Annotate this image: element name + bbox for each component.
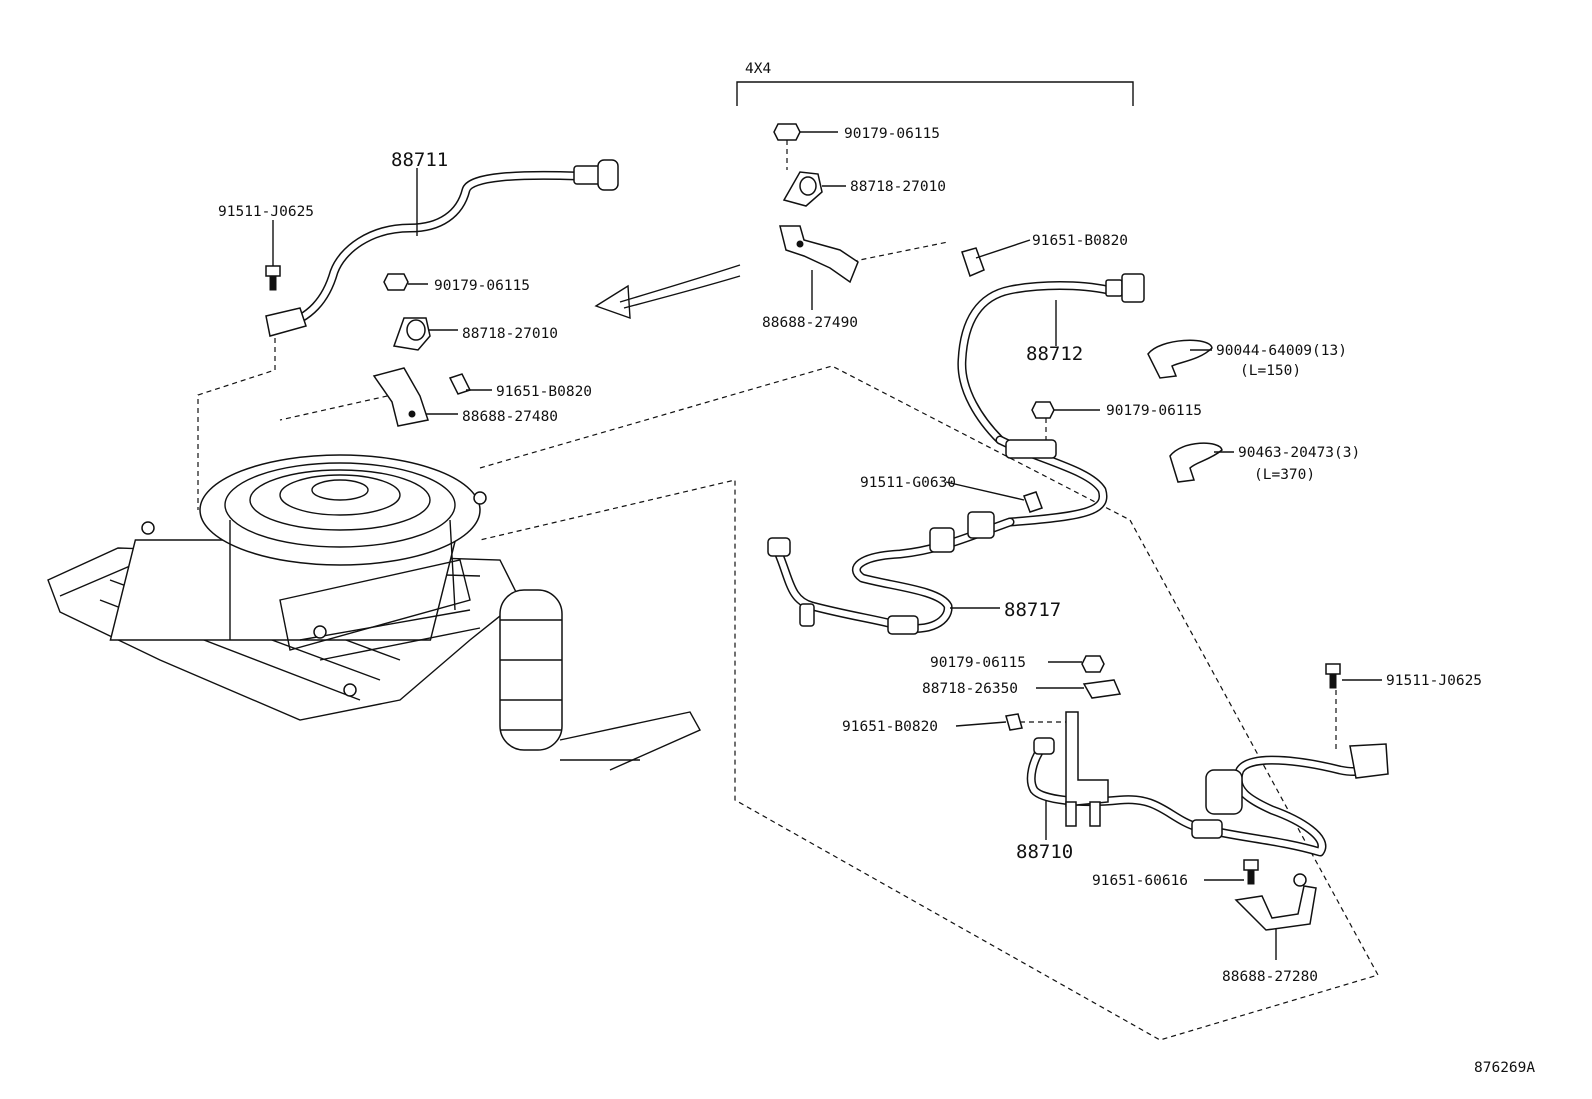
pipe-88712 — [957, 273, 1145, 527]
callout-90463-length: (L=370) — [1254, 467, 1315, 483]
bolt-icon — [961, 239, 1031, 278]
callout-91651-60616: 91651-60616 — [1092, 873, 1188, 889]
callout-90044-64009: 90044-64009(13) — [1216, 343, 1347, 359]
leader-lines — [272, 131, 1382, 960]
bolt-icon — [265, 265, 281, 291]
callout-91651-b0820-low: 91651-B0820 — [842, 719, 938, 735]
bolt-icon — [1243, 859, 1259, 885]
bolt-icon — [1325, 663, 1341, 689]
clamp-icon — [1082, 679, 1122, 699]
callout-88710: 88710 — [1016, 841, 1073, 863]
bolt-icon — [1005, 713, 1023, 731]
leader-dashed-b — [279, 391, 406, 421]
leader-dashed-a — [197, 338, 276, 510]
callout-90179-06115-mid: 90179-06115 — [1106, 403, 1202, 419]
callout-88712: 88712 — [1026, 343, 1083, 365]
callout-88688-27480: 88688-27480 — [462, 409, 558, 425]
pipe-88710 — [1026, 711, 1389, 857]
nut-icon — [1031, 401, 1055, 419]
callout-88711: 88711 — [391, 149, 448, 171]
bracket-icon — [779, 225, 859, 284]
group-bracket-4x4: 4X4 — [736, 61, 1134, 106]
callout-88718-26350: 88718-26350 — [922, 681, 1018, 697]
callout-91511-j0625-left: 91511-J0625 — [218, 204, 314, 220]
detail-zone-outline — [479, 365, 1379, 1041]
pipe-88717 — [767, 511, 1015, 635]
direction-arrow-icon — [594, 264, 741, 320]
bracket-icon — [372, 367, 429, 427]
callout-88688-27490: 88688-27490 — [762, 315, 858, 331]
nut-icon — [773, 123, 801, 141]
callout-90463-20473: 90463-20473(3) — [1238, 445, 1360, 461]
callout-90179-06115-left: 90179-06115 — [434, 278, 530, 294]
nut-icon — [383, 273, 409, 291]
callout-91511-g0630: 91511-G0630 — [860, 475, 956, 491]
clamp-icon — [392, 317, 431, 351]
callout-88688-27280: 88688-27280 — [1222, 969, 1318, 985]
bolt-icon — [448, 373, 472, 395]
callout-91651-b0820-top: 91651-B0820 — [1032, 233, 1128, 249]
callout-88717: 88717 — [1004, 599, 1061, 621]
callout-88718-27010-top: 88718-27010 — [850, 179, 946, 195]
nut-icon — [1081, 655, 1105, 673]
callout-91511-j0625-right: 91511-J0625 — [1386, 673, 1482, 689]
pipe-88711 — [265, 159, 619, 337]
callout-88718-27010-left: 88718-27010 — [462, 326, 558, 342]
callout-90179-06115-top: 90179-06115 — [844, 126, 940, 142]
bolt-icon — [1023, 491, 1043, 513]
band-clamp-icon — [1169, 442, 1223, 483]
callout-90179-06115-low: 90179-06115 — [930, 655, 1026, 671]
clamp-icon — [782, 171, 823, 207]
bracket-icon — [1234, 873, 1317, 931]
callout-91651-b0820-left: 91651-B0820 — [496, 384, 592, 400]
condenser-assembly — [47, 454, 701, 771]
diagram-id: 876269A — [1474, 1060, 1535, 1076]
callout-90044-length: (L=150) — [1240, 363, 1301, 379]
band-clamp-icon — [1147, 339, 1213, 379]
group-label-4x4: 4X4 — [745, 61, 771, 77]
